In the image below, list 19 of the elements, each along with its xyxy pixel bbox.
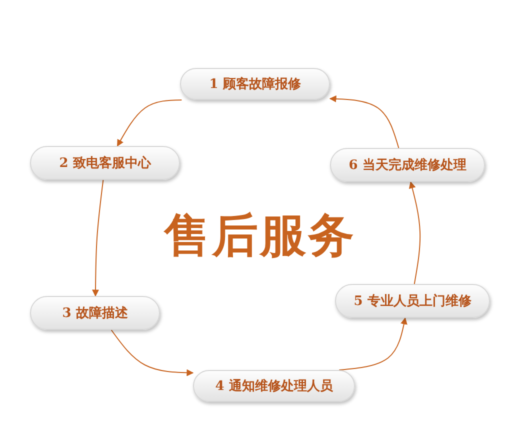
step-label: 5 专业人员上门维修	[354, 292, 472, 310]
step-box	[180, 68, 330, 100]
step-label: 4 通知维修处理人员	[215, 378, 333, 395]
step-box	[193, 370, 355, 402]
step-label: 6 当天完成维修处理	[348, 156, 466, 174]
step-box	[335, 284, 490, 318]
title: 售后服务	[162, 207, 357, 264]
step-label: 3 故障描述	[62, 304, 128, 322]
arrow	[116, 100, 182, 147]
arrow	[338, 317, 408, 370]
step-label: 1 顾客故障报修	[209, 76, 301, 93]
arrow	[408, 181, 421, 284]
step-box	[30, 146, 180, 180]
step-label: 2 致电客服中心	[59, 154, 151, 172]
arrow	[92, 180, 104, 297]
step-box	[30, 296, 160, 330]
arrow	[110, 330, 194, 376]
step-box	[330, 148, 485, 182]
arrow	[329, 95, 400, 148]
